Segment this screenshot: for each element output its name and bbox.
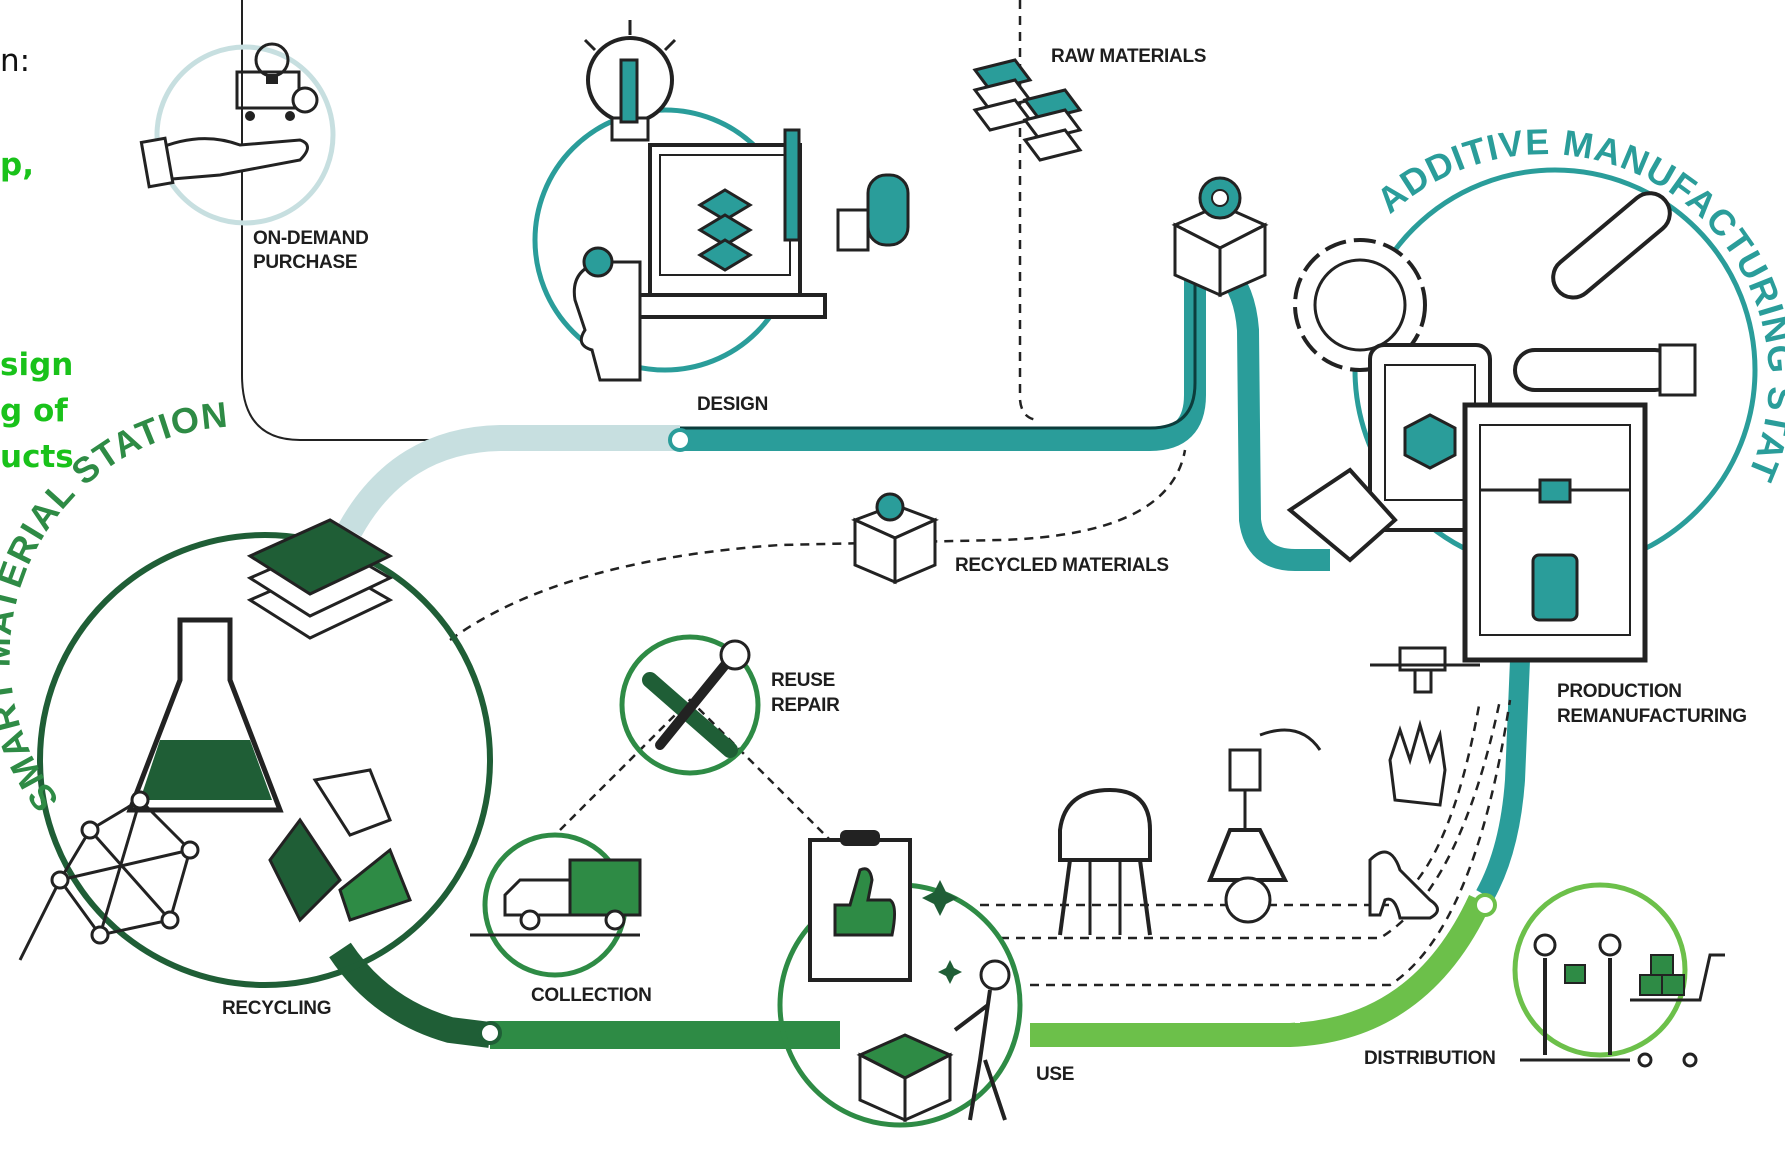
teal-flow-down [1476,659,1530,900]
use-flow [1030,894,1491,1047]
recycled-dashed [449,449,1187,642]
reuse-repair-icon [619,634,761,776]
distribution-icon [1512,882,1725,1068]
recycled-materials-label: RECYCLED MATERIALS [955,555,1169,576]
production-label-2: REMANUFACTURING [1557,706,1747,727]
raw-materials-icon [972,58,1083,162]
use-icon [777,830,1023,1128]
on-demand-line [241,0,680,441]
recycled-materials-icon [851,492,939,585]
additive-manufacturing-icon [1286,167,1758,663]
recycling-flow [329,942,492,1048]
collection-junction-dot [478,1021,502,1045]
recycling-label: RECYCLING [222,998,331,1019]
side-text-line1: n: [0,43,31,79]
side-text-line4: g of [0,393,68,429]
production-label-1: PRODUCTION [1557,681,1682,702]
smart-material-station-icon [18,518,493,988]
design-icon [532,20,910,382]
use-label: USE [1036,1064,1074,1085]
gear-box-icon [1171,176,1269,298]
shoe-icon [1368,850,1439,920]
reuse-label: REUSE [771,670,835,691]
collection-icon [470,832,642,978]
on-demand-icon [139,42,336,226]
lamp-icon [1207,728,1322,924]
distribution-junction-dot [1473,893,1497,917]
glove-icon [1370,646,1480,807]
side-text-line5: ucts [0,439,74,475]
side-text-line2: p, [0,147,34,183]
on-demand-label-1: ON-DEMAND [253,228,369,249]
raw-materials-label: RAW MATERIALS [1051,46,1206,67]
distribution-label: DISTRIBUTION [1364,1048,1496,1069]
design-junction-dot [668,428,692,452]
on-demand-label-2: PURCHASE [253,252,357,273]
raw-materials-dashed [1018,0,1041,422]
light-teal-flow [338,425,680,537]
products-dashed-3 [1030,699,1512,987]
reuse-dashed [559,698,851,861]
design-label: DESIGN [697,394,768,415]
collection-label: COLLECTION [531,985,652,1006]
repair-label: REPAIR [771,695,840,716]
chair-icon [1058,787,1152,936]
products-dashed-2 [1000,699,1502,940]
side-text-line3: sign [0,347,74,383]
